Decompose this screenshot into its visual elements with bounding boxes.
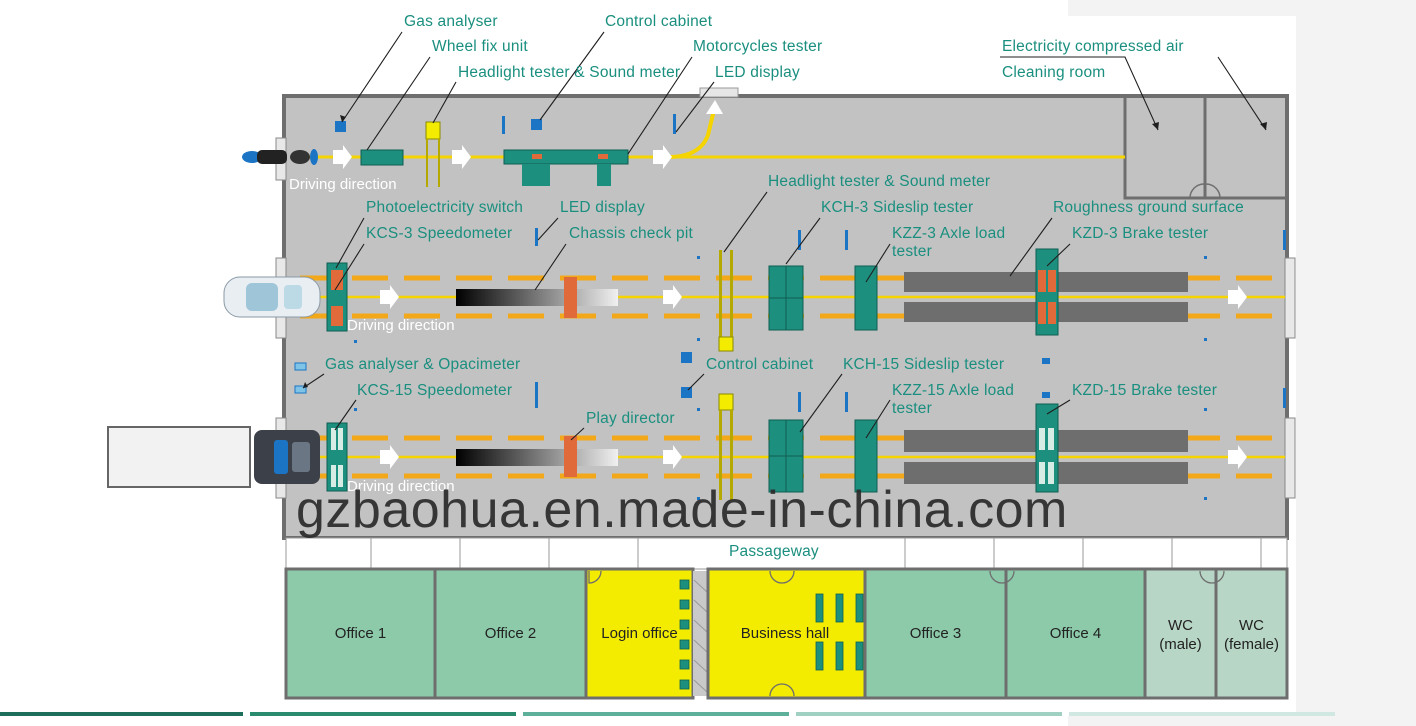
wc-female-line2: (female) [1223,636,1279,653]
kzz3-axle-load [854,265,878,331]
login-office [584,567,695,700]
office-1 [284,567,437,700]
label-kzd3: KZD-3 Brake tester [1072,225,1209,242]
label-wheel-fix-unit: Wheel fix unit [432,38,528,55]
control-cabinet-mid [681,387,692,398]
label-kch3: KCH-3 Sideslip tester [821,199,974,216]
room-label-wc-male: WC (male) [1145,616,1216,654]
label-headlight-sound-top: Headlight tester & Sound meter [458,64,681,81]
watermark-text: gzbaohua.en.made-in-china.com [296,481,1068,539]
label-headlight-sound-mid: Headlight tester & Sound meter [768,173,991,190]
wc-male-line1: WC [1168,617,1193,634]
cleaning-room-walls [1123,98,1287,200]
label-passageway: Passageway [729,543,819,560]
kzz15-axle-load [854,419,878,493]
label-led-display-mid: LED display [560,199,645,216]
gas-analyser-box [335,121,346,132]
motorcycle-icon [242,149,318,165]
label-kzz3-line2: tester [892,243,932,260]
chassis-check-pit [456,289,618,306]
room-label-office2: Office 2 [484,625,537,642]
room-label-office4: Office 4 [1049,625,1102,642]
wc-male-line2: (male) [1159,636,1202,653]
wheel-fix-unit [360,149,404,166]
driving-direction-car: Driving direction [347,317,455,334]
label-photoelectricity-switch: Photoelectricity switch [366,199,524,216]
driving-direction-truck: Driving direction [347,478,455,495]
label-kzd15: KZD-15 Brake tester [1072,382,1218,399]
truck-icon [107,426,320,488]
room-label-office3: Office 3 [909,625,962,642]
label-cleaning-room: Cleaning room [1002,64,1106,81]
wc-female [1214,567,1289,700]
room-label-wc-female: WC (female) [1216,616,1287,654]
room-label-business-hall: Business hall [740,625,830,642]
label-led-display-top: LED display [715,64,800,81]
headlight-tester-top [425,121,441,140]
car-icon [223,276,321,318]
label-kcs3: KCS-3 Speedometer [366,225,513,242]
label-control-cabinet-mid: Control cabinet [706,356,814,373]
label-roughness: Roughness ground surface [1053,199,1244,216]
headlight-tester-lower [718,393,734,411]
label-kzz15-line1: KZZ-15 Axle load [892,382,1015,399]
office-2 [433,567,588,700]
label-kcs15: KCS-15 Speedometer [357,382,513,399]
play-director [564,436,577,477]
footer-divider [0,712,1340,716]
driving-direction-moto: Driving direction [289,176,397,193]
label-gas-opacimeter: Gas analyser & Opacimeter [325,356,521,373]
motorcycles-tester [503,149,629,165]
room-label-login-office: Login office [601,625,678,642]
wc-female-line1: WC [1239,617,1264,634]
headlight-tester-mid [718,336,734,352]
label-chassis-pit: Chassis check pit [569,225,694,242]
label-motorcycles-tester: Motorcycles tester [693,38,823,55]
label-electricity-air: Electricity compressed air [1002,38,1184,55]
control-cabinet-box [531,119,542,130]
passageway-band [285,537,1288,570]
label-kzz3-line1: KZZ-3 Axle load [892,225,1006,242]
label-kch15: KCH-15 Sideslip tester [843,356,1005,373]
label-play-director: Play director [586,410,675,427]
office-4 [1004,567,1147,700]
business-hall [706,567,867,700]
label-control-cabinet-top: Control cabinet [605,13,713,30]
label-kzz15-line2: tester [892,400,932,417]
room-label-office1: Office 1 [334,625,387,642]
label-gas-analyser: Gas analyser [404,13,498,30]
